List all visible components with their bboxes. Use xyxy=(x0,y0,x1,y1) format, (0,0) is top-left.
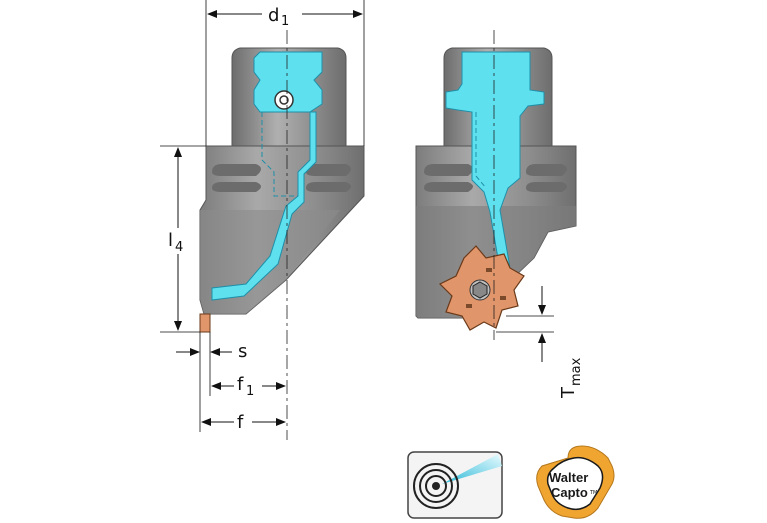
capto-tm-mark: TM xyxy=(589,490,597,496)
label-d1: d xyxy=(268,5,279,26)
right-view xyxy=(415,30,577,340)
walter-logo-text: Walter xyxy=(549,470,588,485)
label-f1: f xyxy=(237,374,244,395)
label-l4-sub: 4 xyxy=(175,240,183,255)
left-view xyxy=(199,30,365,440)
left-dimensions: d 1 l 4 s f 1 f xyxy=(160,0,365,433)
label-d1-sub: 1 xyxy=(281,14,289,29)
label-f1-sub: 1 xyxy=(246,384,254,399)
label-tmax-sub: max xyxy=(569,357,584,386)
walter-capto-badge-icon: Walter Capto TM xyxy=(536,445,615,519)
label-s: s xyxy=(238,341,247,362)
right-grooving-insert xyxy=(438,245,525,331)
label-f: f xyxy=(237,412,244,433)
capto-logo-text: Capto xyxy=(551,485,588,500)
left-coolant-channel xyxy=(211,51,323,301)
label-l4: l xyxy=(168,230,173,251)
tmax-dimension: T max xyxy=(496,286,584,399)
label-tmax: T xyxy=(558,386,579,399)
coolant-badge-icon xyxy=(407,451,503,519)
left-blade-insert xyxy=(199,313,211,333)
